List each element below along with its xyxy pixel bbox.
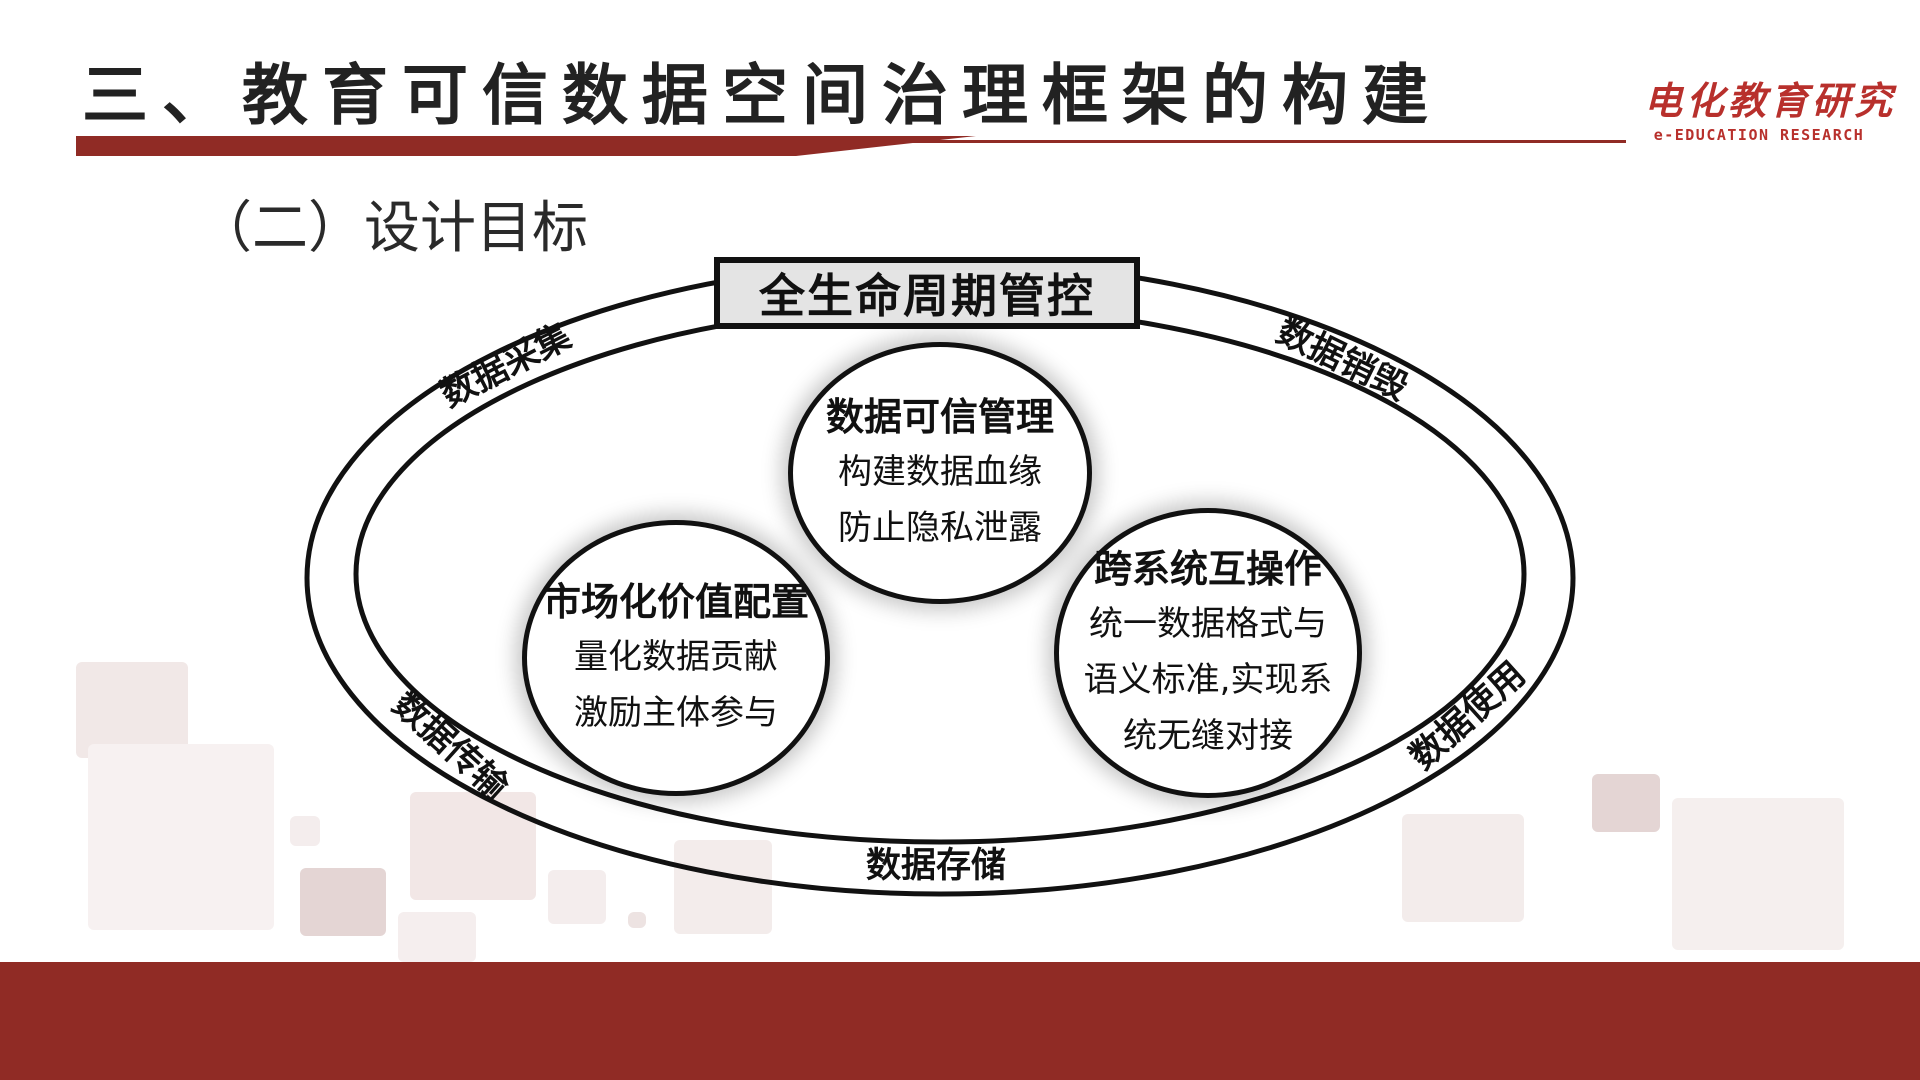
ring-label-storage: 数据存储 [866, 846, 1007, 886]
circle-line: 激励主体参与 [574, 693, 778, 733]
circle-market-allocation: 市场化价值配置 量化数据贡献 激励主体参与 [522, 520, 830, 796]
decorative-square [88, 744, 274, 930]
decorative-square [290, 816, 320, 846]
decorative-square [674, 840, 772, 934]
lifecycle-control-box: 全生命周期管控 [714, 257, 1140, 329]
circle-title: 数据可信管理 [825, 395, 1054, 439]
decorative-square [628, 912, 646, 928]
decorative-square [1402, 814, 1524, 922]
journal-logo: 电化教育研究 e-EDUCATION RESEARCH [1644, 78, 1897, 148]
logo-english-text: e-EDUCATION RESEARCH [1653, 126, 1865, 144]
page-title: 三、教育可信数据空间治理框架的构建 [82, 57, 1442, 134]
decorative-square [548, 870, 606, 924]
circle-line: 语义标准,实现系 [1083, 660, 1333, 700]
decorative-square [398, 912, 476, 962]
logo-chinese-text: 电化教育研究 [1644, 78, 1897, 123]
decorative-square [1592, 774, 1660, 832]
circle-line: 统无缝对接 [1123, 716, 1293, 756]
lifecycle-control-label: 全生命周期管控 [759, 269, 1095, 323]
section-subtitle: （二）设计目标 [196, 196, 588, 261]
circle-line: 统一数据格式与 [1089, 604, 1327, 644]
title-underline [76, 136, 1626, 156]
circle-line: 构建数据血缘 [838, 452, 1042, 492]
circle-interoperability: 跨系统互操作 统一数据格式与 语义标准,实现系 统无缝对接 [1054, 508, 1362, 798]
circle-title: 跨系统互操作 [1093, 547, 1322, 591]
footer-band [0, 962, 1920, 1080]
decorative-square [76, 662, 188, 758]
circle-line: 量化数据贡献 [574, 637, 778, 677]
decorative-square [300, 868, 386, 936]
decorative-square [1672, 798, 1844, 950]
circle-title: 市场化价值配置 [542, 580, 809, 624]
circle-trusted-management: 数据可信管理 构建数据血缘 防止隐私泄露 [788, 342, 1092, 604]
circle-line: 防止隐私泄露 [838, 508, 1042, 548]
